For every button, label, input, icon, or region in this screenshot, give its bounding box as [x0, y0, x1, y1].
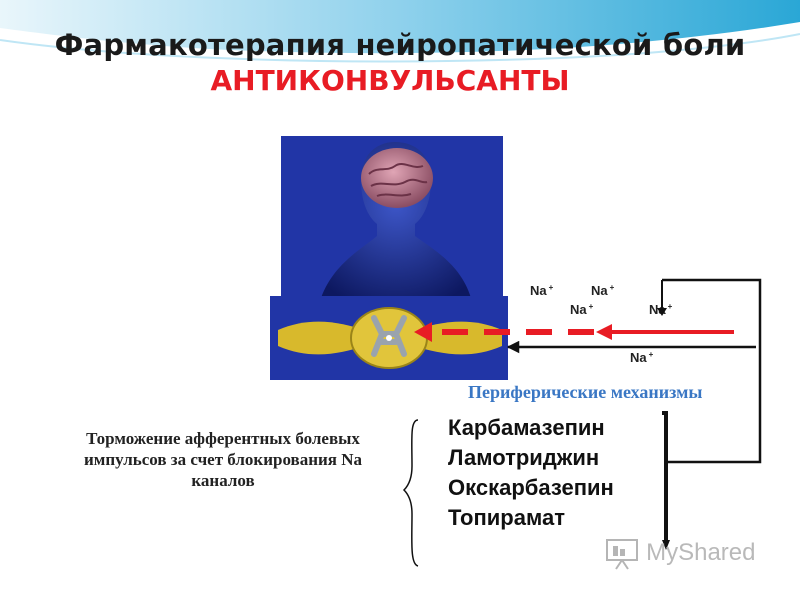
peripheral-mechanisms-label: Периферические механизмы: [468, 382, 703, 402]
feedback-loop-line: [506, 278, 762, 464]
mechanism-description: Торможение афферентных болевых импульсов…: [83, 429, 363, 490]
curly-brace: [402, 419, 419, 567]
drug-list: Карбамазепин Ламотриджин Окскарбазепин Т…: [448, 413, 614, 533]
presentation-board-icon: [606, 539, 638, 570]
sodium-ion-label: Na+: [570, 302, 594, 317]
drug-item: Ламотриджин: [448, 445, 600, 470]
sodium-ion-label: Na+: [630, 350, 654, 365]
watermark: MyShared: [605, 536, 755, 570]
slide-subtitle: АНТИКОНВУЛЬСАНТЫ: [210, 64, 570, 97]
sodium-ion-label: Na+: [530, 283, 554, 298]
drug-item: Карбамазепин: [448, 415, 605, 440]
head-brain-image: [281, 136, 503, 298]
drug-item: Окскарбазепин: [448, 475, 614, 500]
drug-item: Топирамат: [448, 505, 565, 530]
red-signal-arrow: [414, 322, 734, 342]
slide-title: Фармакотерапия нейропатической боли: [54, 28, 746, 62]
sodium-ion-label: Na+: [591, 283, 615, 298]
drug-list-bracket: [662, 411, 670, 550]
watermark-text: MyShared: [646, 539, 756, 566]
header-wave-background: [0, 0, 800, 63]
spinal-cord-image: [270, 296, 508, 380]
